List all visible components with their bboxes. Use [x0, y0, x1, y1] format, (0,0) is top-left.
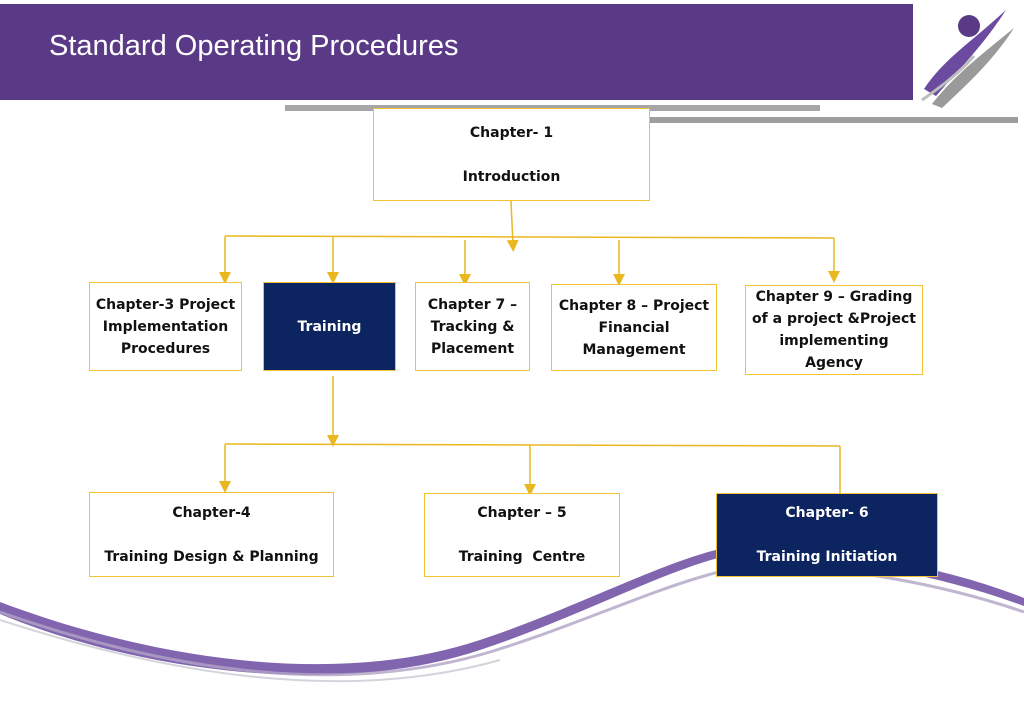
node-chapter-5-number: Chapter – 5 [477, 505, 567, 521]
node-chapter-4: Chapter-4 Training Design & Planning [89, 492, 334, 577]
node-chapter-8: Chapter 8 – Project Financial Management [551, 284, 717, 371]
node-training: Training [263, 282, 396, 371]
node-chapter-7: Chapter 7 – Tracking & Placement [415, 282, 530, 371]
node-chapter-1-number: Chapter- 1 [469, 124, 554, 141]
header-bar: Standard Operating Procedures [0, 4, 913, 100]
node-training-text: Training [297, 318, 362, 335]
node-chapter-4-number: Chapter-4 [172, 504, 251, 521]
node-chapter-9: Chapter 9 – Grading of a project &Projec… [745, 285, 923, 375]
page-title: Standard Operating Procedures [49, 30, 459, 62]
node-chapter-1-title: Introduction [462, 168, 561, 185]
node-chapter-5-title: Training Centre [458, 549, 586, 565]
node-chapter-9-text: Chapter 9 – Grading of a project &Projec… [752, 289, 921, 371]
node-chapter-7-text: Chapter 7 – Tracking & Placement [427, 296, 523, 357]
node-chapter-5: Chapter – 5 Training Centre [424, 493, 620, 577]
node-chapter-6-number: Chapter- 6 [785, 505, 869, 521]
node-chapter-4-title: Training Design & Planning [104, 548, 319, 565]
node-chapter-6-title: Training Initiation [756, 549, 898, 565]
node-chapter-3: Chapter-3 Project Implementation Procedu… [89, 282, 242, 371]
accent-bar-right [648, 117, 1018, 123]
node-chapter-1: Chapter- 1 Introduction [373, 108, 650, 201]
node-chapter-8-text: Chapter 8 – Project Financial Management [558, 297, 714, 358]
node-chapter-6: Chapter- 6 Training Initiation [716, 493, 938, 577]
person-swoosh-logo-icon [921, 10, 1014, 108]
node-chapter-3-text: Chapter-3 Project Implementation Procedu… [95, 296, 241, 357]
